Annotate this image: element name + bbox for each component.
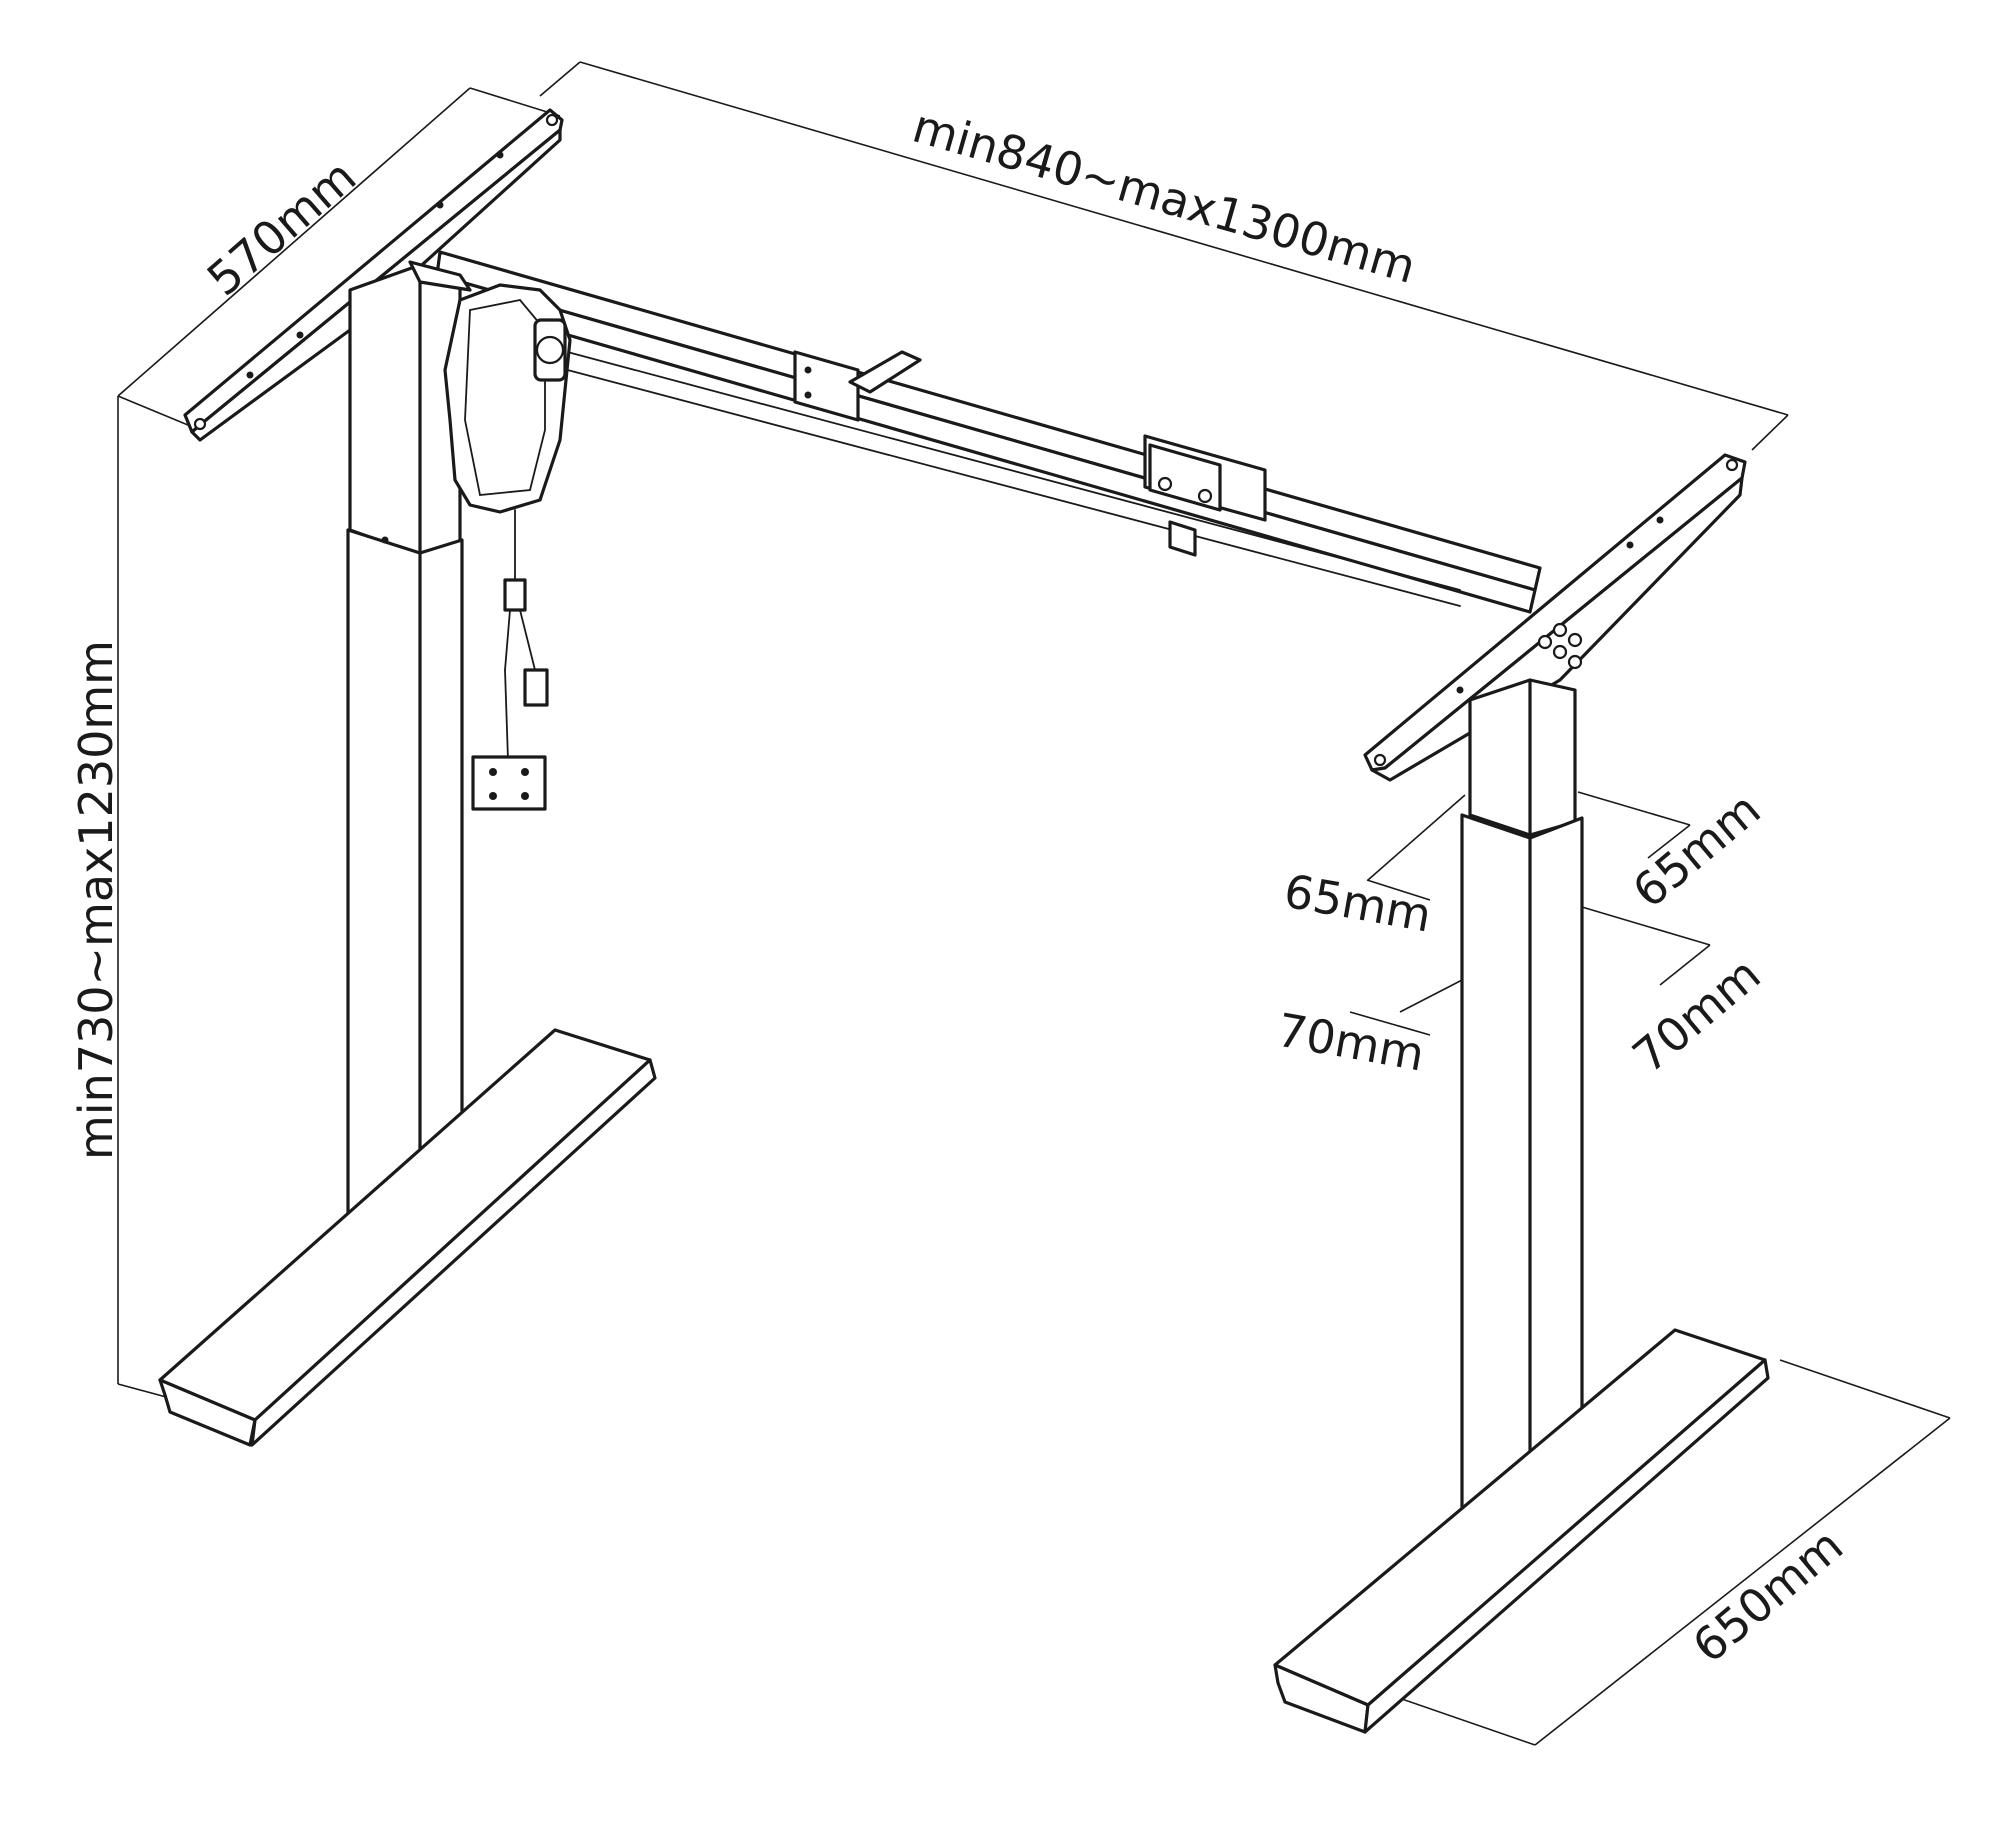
crossbar-front-face [434,273,1537,614]
drive-shaft-bottom [559,367,1461,607]
upper-side-dimension-line [1647,824,1691,859]
crossbar [434,250,1542,614]
lower-side-label: 70mm [1622,947,1770,1084]
upper-side-label: 65mm [1622,782,1770,919]
foot-dimension-line [1534,1417,1951,1746]
depth-dimension-line [117,87,471,397]
lower-side-dimension-line [1659,944,1711,986]
shaft-coupling [1168,520,1197,557]
upper-front-dimension-line [1367,794,1466,881]
lower-front-label: 70mm [1273,1003,1428,1082]
height-extension-bottom [117,1383,171,1399]
width-dimension-line [579,61,1789,416]
width-extension-right [1751,414,1789,451]
upper-front-leader [1366,879,1431,901]
cable-connector-a [523,668,549,707]
right-leg [1273,453,1770,1734]
cable-plug [503,578,527,612]
drive-shaft-top [559,349,1461,591]
mounting-tab [848,350,922,394]
width-label: min840~max1300mm [907,99,1422,294]
width-extension-left [539,61,581,97]
left-leg [158,108,657,1447]
height-label: min730~max1230mm [69,640,123,1160]
lower-side-extension [1581,906,1711,946]
motor-assembly [443,283,572,811]
control-handset [471,755,547,811]
left-foot-end [158,1378,257,1447]
lower-front-leader [1349,1011,1431,1036]
depth-extension-left [117,395,201,431]
upper-side-extension [1577,791,1691,826]
depth-extension-right [469,87,561,117]
foot-label: 650mm [1682,1518,1853,1673]
foot-extension-top [1779,1359,1951,1419]
right-upper-column [1468,678,1577,837]
right-foot-end [1273,1663,1370,1734]
left-foot-side [250,1058,657,1447]
crossbar-sleeve [793,350,860,422]
depth-label: 570mm [197,149,366,306]
right-foot-side [1363,1358,1770,1734]
left-column-cap [408,260,472,292]
left-upper-column [348,263,462,557]
crossbar-top-face [435,250,1542,592]
upper-front-label: 65mm [1280,864,1435,943]
